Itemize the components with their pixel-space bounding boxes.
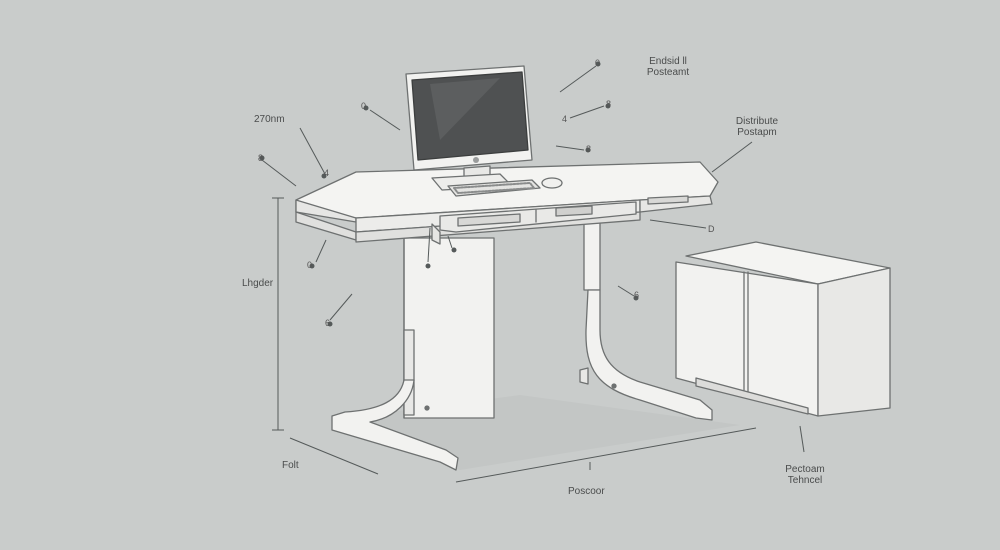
callout-10: 6	[325, 318, 331, 328]
monitor	[405, 65, 533, 191]
cabinet	[675, 241, 891, 417]
label-bottom-right-line1: Pectoam	[785, 464, 825, 475]
mouse	[541, 177, 563, 189]
annotation-lines	[261, 65, 805, 483]
label-top-right-2-line1: Distribute	[735, 116, 779, 127]
callout-7: 8	[258, 153, 264, 163]
label-bottom-center: Poscoor	[568, 486, 605, 497]
right-leg	[579, 219, 713, 421]
callout-2: 8	[606, 99, 612, 109]
label-bottom-left: Folt	[282, 460, 299, 471]
label-top-right-1: Endsid ll Posteamt	[636, 56, 700, 78]
keyboard	[447, 179, 541, 197]
callout-9: 0	[307, 260, 313, 270]
label-top-right-1-line2: Posteamt	[646, 67, 690, 78]
callout-6: 4	[324, 168, 330, 178]
callout-5: 0	[361, 101, 367, 111]
label-top-right-2-line2: Postapm	[737, 127, 777, 138]
label-top-left: 270nm	[254, 114, 285, 125]
label-bottom-right: Pectoam Tehncel	[776, 464, 834, 486]
callout-4: 8	[586, 144, 592, 154]
label-height: Lhgder	[242, 278, 274, 289]
label-top-right-1-line1: Endsid ll	[649, 56, 687, 67]
callout-3: 4	[562, 114, 568, 124]
callout-11: 6	[634, 290, 640, 300]
label-bottom-right-line2: Tehncel	[787, 475, 823, 486]
callout-8: D	[708, 224, 715, 234]
annotation-dots	[259, 61, 639, 327]
callout-1: 0	[595, 58, 601, 68]
desk-top	[295, 161, 719, 245]
label-top-right-2: Distribute Postapm	[726, 116, 788, 138]
